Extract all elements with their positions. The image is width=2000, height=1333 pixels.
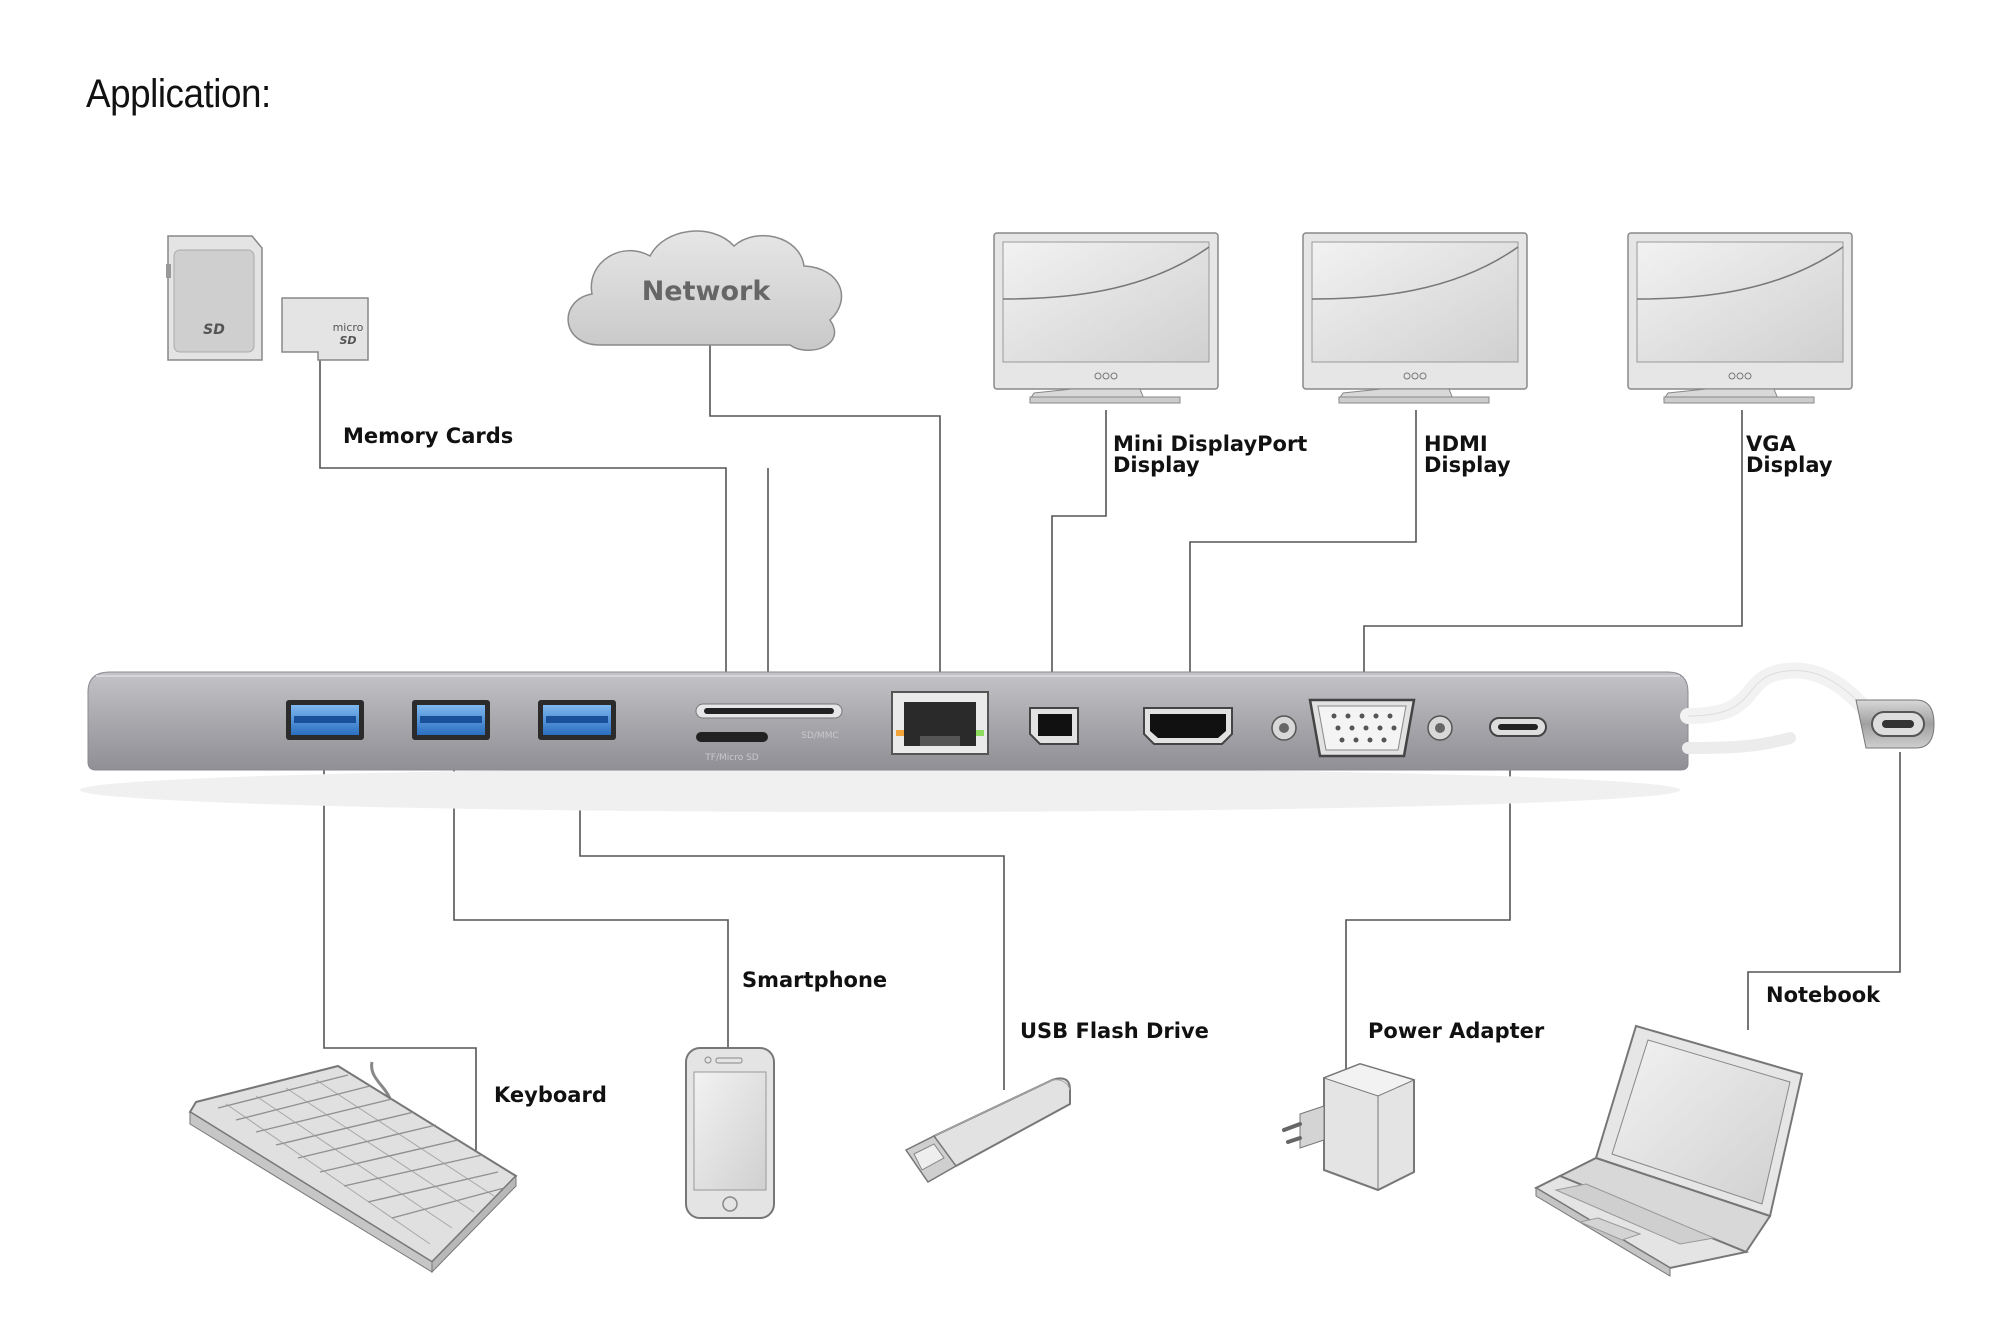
keyboard-label: Keyboard xyxy=(494,1083,607,1107)
hdmi-display-label: HDMI Display xyxy=(1424,434,1511,476)
micro-sd-card-slot: TF/Micro SD xyxy=(696,732,768,763)
line-hdmi xyxy=(1189,410,1417,720)
memory-cards-label: Memory Cards xyxy=(343,424,514,448)
network-label: Network xyxy=(642,276,772,307)
usb-c-plug xyxy=(1855,699,1935,749)
usb-c-cable xyxy=(1680,662,1874,754)
line-mini-displayport xyxy=(1051,410,1107,720)
notebook-icon xyxy=(1533,1024,1804,1277)
notebook-label: Notebook xyxy=(1766,983,1881,1007)
mini-displayport-monitor-icon xyxy=(993,232,1219,404)
usb-flash-drive-label: USB Flash Drive xyxy=(1020,1019,1209,1043)
micro-card-mark: micro xyxy=(333,321,364,334)
vga-label-line-1: VGA xyxy=(1746,432,1796,456)
usb-flash-drive-icon xyxy=(904,1077,1071,1183)
line-keyboard xyxy=(323,740,477,1168)
line-smartphone xyxy=(453,740,729,1048)
page-title: Application: xyxy=(86,72,271,116)
vga-label-line-2: Display xyxy=(1746,453,1833,477)
network-cloud-icon: Network xyxy=(567,230,843,351)
usb-port-2 xyxy=(412,700,490,740)
line-network xyxy=(709,345,941,712)
docking-station: SD/MMC TF/Micro SD xyxy=(80,662,1935,812)
vga-monitor-icon xyxy=(1627,232,1853,404)
hdmi-port xyxy=(1143,707,1233,745)
mini-displayport-port xyxy=(1029,707,1079,745)
micro-sd-card-mark: SD xyxy=(339,334,356,347)
ethernet-port xyxy=(891,691,989,755)
power-adapter-label: Power Adapter xyxy=(1368,1019,1545,1043)
mini-displayport-label-line-1: Mini DisplayPort xyxy=(1113,432,1308,456)
sd-card-mark: SD xyxy=(203,322,225,338)
hdmi-label-line-1: HDMI xyxy=(1424,432,1488,456)
usb-port-1 xyxy=(286,700,364,740)
keyboard-icon xyxy=(188,1061,518,1274)
line-power-adapter xyxy=(1345,740,1511,1074)
usb-port-3 xyxy=(538,700,616,740)
line-memory-card-1 xyxy=(319,358,727,700)
vga-display-label: VGA Display xyxy=(1746,434,1833,476)
sd-card-slot: SD/MMC xyxy=(695,703,843,741)
vga-port xyxy=(1271,698,1453,758)
micro-sd-card-icon: micro SD xyxy=(281,297,369,361)
sd-card-icon: SD xyxy=(166,235,263,361)
tf-micro-sd-port-label: TF/Micro SD xyxy=(704,753,759,763)
sd-mmc-port-label: SD/MMC xyxy=(801,731,839,741)
power-adapter-icon xyxy=(1282,1062,1416,1192)
usb-c-power-port xyxy=(1489,717,1547,737)
hdmi-label-line-2: Display xyxy=(1424,453,1511,477)
smartphone-icon xyxy=(685,1047,775,1219)
hdmi-monitor-icon xyxy=(1302,232,1528,404)
line-vga xyxy=(1363,410,1743,706)
smartphone-label: Smartphone xyxy=(742,968,888,992)
mini-displayport-label-line-2: Display xyxy=(1113,453,1200,477)
mini-displayport-display-label: Mini DisplayPort Display xyxy=(1113,434,1307,476)
line-notebook xyxy=(1747,752,1901,1030)
